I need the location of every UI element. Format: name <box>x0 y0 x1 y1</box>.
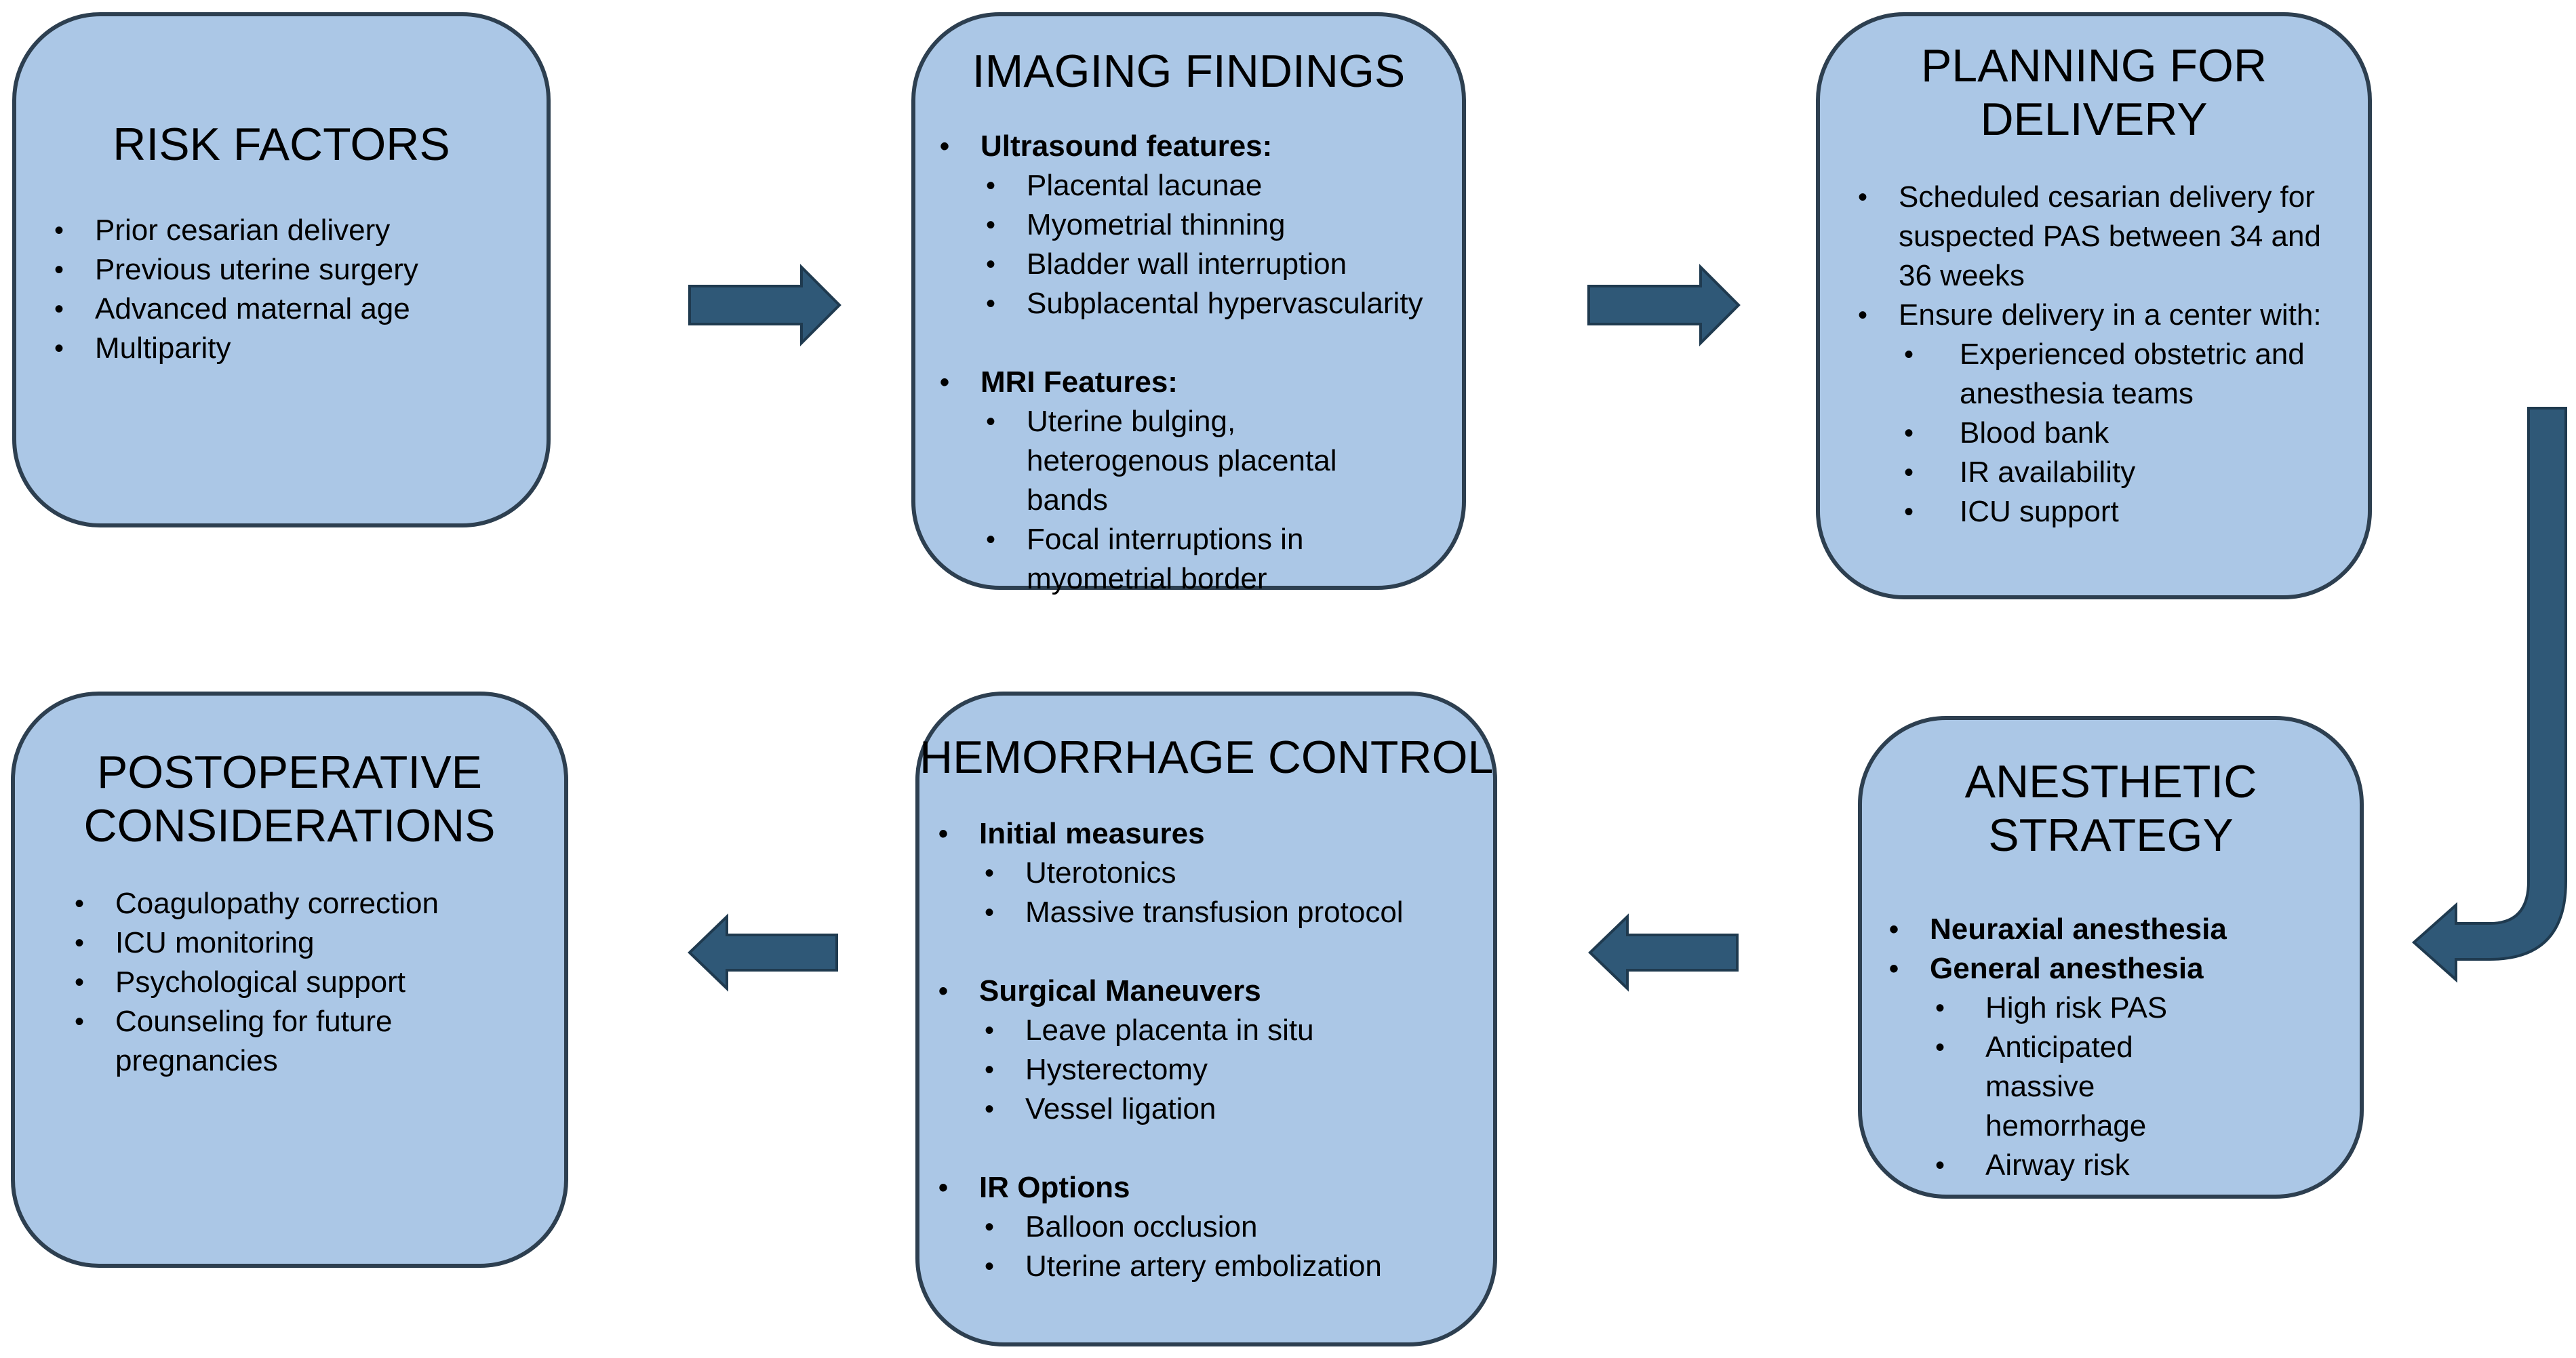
risk-factors-list: Prior cesarian delivery Previous uterine… <box>54 211 547 368</box>
ultrasound-features-heading: Ultrasound features: <box>980 129 1273 163</box>
list-item: Previous uterine surgery <box>54 250 547 289</box>
list-item: Balloon occlusion <box>938 1207 1480 1247</box>
anesthetic-sublist: High risk PAS Anticipated massive hemorr… <box>1889 988 2346 1185</box>
list-item: Focal interruptions in myometrial border <box>940 520 1366 599</box>
arrow-left-1 <box>1588 913 1739 992</box>
postoperative-box: POSTOPERATIVE CONSIDERATIONS Coagulopath… <box>11 692 568 1268</box>
surgical-sublist: Leave placenta in situ Hysterectomy Vess… <box>938 1011 1480 1129</box>
list-item: Placental lacunae <box>940 166 1448 205</box>
list-item: Airway risk <box>1889 1146 2346 1185</box>
initial-sublist: Uterotonics Massive transfusion protocol <box>938 854 1480 932</box>
postoperative-title-line2: CONSIDERATIONS <box>83 799 496 852</box>
risk-factors-box: RISK FACTORS Prior cesarian delivery Pre… <box>12 12 551 527</box>
imaging-findings-title: IMAGING FINDINGS <box>972 45 1406 97</box>
anesthetic-list: Neuraxial anesthesia General anesthesia … <box>1889 910 2346 1185</box>
ir-sublist: Balloon occlusion Uterine artery emboliz… <box>938 1207 1480 1286</box>
list-item: Counseling for future pregnancies <box>75 1002 468 1081</box>
planning-delivery-box: PLANNING FOR DELIVERY Scheduled cesarian… <box>1816 12 2372 599</box>
initial-measures-item: Initial measures Uterotonics Massive tra… <box>938 814 1480 932</box>
list-item: Prior cesarian delivery <box>54 211 547 250</box>
surgical-maneuvers-item: Surgical Maneuvers Leave placenta in sit… <box>938 972 1480 1129</box>
planning-center-item: Ensure delivery in a center with: Experi… <box>1858 296 2354 532</box>
general-anesthesia-label: General anesthesia <box>1930 951 2204 985</box>
arrow-left-2 <box>688 913 838 992</box>
list-item: Bladder wall interruption <box>940 245 1448 284</box>
mri-features-item: MRI Features: Uterine bulging, heterogen… <box>940 363 1448 599</box>
list-item: Vessel ligation <box>938 1090 1480 1129</box>
list-item: ICU support <box>1858 492 2354 532</box>
list-item: Uterotonics <box>938 854 1480 893</box>
anesthetic-title-line1: ANESTHETIC <box>1964 756 2257 807</box>
anesthetic-strategy-title: ANESTHETIC STRATEGY <box>1862 755 2360 862</box>
arrow-right-2 <box>1587 264 1741 346</box>
initial-measures-heading: Initial measures <box>979 816 1205 850</box>
hemorrhage-control-box: HEMORRHAGE CONTROL Initial measures Uter… <box>915 692 1497 1346</box>
hemorrhage-list: Initial measures Uterotonics Massive tra… <box>938 814 1480 1286</box>
anesthetic-title-line2: STRATEGY <box>1988 809 2234 861</box>
list-item: Scheduled cesarian delivery for suspecte… <box>1858 178 2333 296</box>
hemorrhage-control-title: HEMORRHAGE CONTROL <box>919 732 1494 783</box>
list-item: Neuraxial anesthesia <box>1889 910 2346 949</box>
list-item: Psychological support <box>75 963 551 1002</box>
list-item: Anticipated massive hemorrhage <box>1889 1028 2243 1146</box>
list-item: Uterine bulging, heterogenous placental … <box>940 402 1406 520</box>
ir-options-heading: IR Options <box>979 1170 1130 1204</box>
imaging-findings-list: Ultrasound features: Placental lacunae M… <box>940 127 1448 599</box>
general-anesthesia-item: General anesthesia High risk PAS Anticip… <box>1889 949 2346 1185</box>
list-item: ICU monitoring <box>75 923 551 963</box>
planning-center-label: Ensure delivery in a center with: <box>1899 298 2322 332</box>
planning-title-line2: DELIVERY <box>1980 93 2208 145</box>
list-item: Uterine artery embolization <box>938 1247 1480 1286</box>
postoperative-title: POSTOPERATIVE CONSIDERATIONS <box>15 746 564 853</box>
list-item: IR availability <box>1858 453 2354 492</box>
list-item: Advanced maternal age <box>54 289 547 329</box>
risk-factors-title: RISK FACTORS <box>113 119 450 170</box>
ultrasound-features-item: Ultrasound features: Placental lacunae M… <box>940 127 1448 323</box>
list-item: Hysterectomy <box>938 1050 1480 1090</box>
list-item: Myometrial thinning <box>940 205 1448 245</box>
list-item: Multiparity <box>54 329 547 368</box>
list-item: Blood bank <box>1858 414 2354 453</box>
list-item: Massive transfusion protocol <box>938 893 1480 932</box>
ultrasound-sublist: Placental lacunae Myometrial thinning Bl… <box>940 166 1448 323</box>
planning-sublist: Experienced obstetric and anesthesia tea… <box>1858 335 2354 532</box>
arrow-right-1 <box>688 264 841 346</box>
anesthetic-strategy-box: ANESTHETIC STRATEGY Neuraxial anesthesia… <box>1858 716 2364 1199</box>
surgical-maneuvers-heading: Surgical Maneuvers <box>979 974 1261 1007</box>
arrow-curved-down-left <box>2411 407 2567 983</box>
planning-list: Scheduled cesarian delivery for suspecte… <box>1858 178 2354 532</box>
planning-title-line1: PLANNING FOR <box>1920 40 2267 92</box>
list-item: Subplacental hypervascularity <box>940 284 1448 323</box>
list-item: Coagulopathy correction <box>75 884 551 923</box>
ir-options-item: IR Options Balloon occlusion Uterine art… <box>938 1168 1480 1286</box>
mri-features-heading: MRI Features: <box>980 365 1178 399</box>
imaging-findings-box: IMAGING FINDINGS Ultrasound features: Pl… <box>911 12 1466 595</box>
list-item: Experienced obstetric and anesthesia tea… <box>1858 335 2366 414</box>
mri-sublist: Uterine bulging, heterogenous placental … <box>940 402 1448 599</box>
list-item: High risk PAS <box>1889 988 2346 1028</box>
list-item: Leave placenta in situ <box>938 1011 1480 1050</box>
planning-delivery-title: PLANNING FOR DELIVERY <box>1820 39 2368 146</box>
postoperative-list: Coagulopathy correction ICU monitoring P… <box>75 884 551 1081</box>
postoperative-title-line1: POSTOPERATIVE <box>96 746 483 798</box>
